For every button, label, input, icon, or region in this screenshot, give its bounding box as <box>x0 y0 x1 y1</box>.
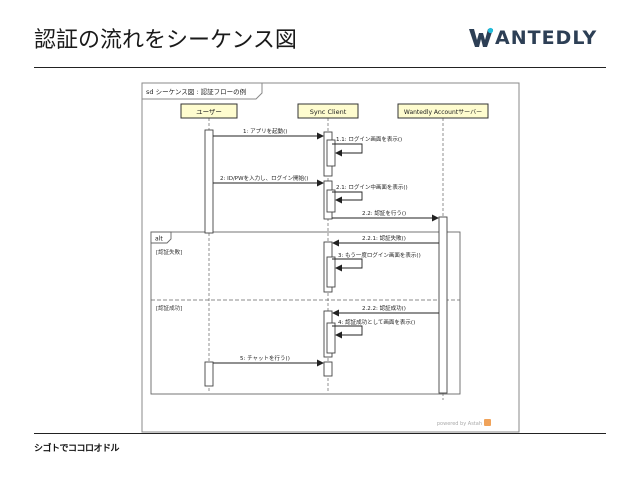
message-label-4: 4: 認証成功として画面を表示() <box>338 318 415 326</box>
alt-guard-failure: [認証失敗] <box>156 248 182 256</box>
astah-icon <box>484 419 491 426</box>
message-label-2-1: 2.1: ログイン中画面を表示() <box>336 183 408 191</box>
message-label-3: 3: もう一度ログイン画面を表示() <box>338 251 421 259</box>
frame-label: sd シーケンス図 : 認証フローの例 <box>146 87 246 96</box>
alt-guard-success: [認証成功] <box>156 304 182 312</box>
lifeline-head-server <box>397 103 489 119</box>
message-arrow-1-1 <box>332 143 363 157</box>
astah-watermark: powered by Astah <box>437 421 482 427</box>
footer-brand: シゴトでココロオドル <box>34 444 120 454</box>
lifeline-head-user <box>180 103 238 119</box>
activation-user-2 <box>204 361 214 387</box>
activation-client-5 <box>323 361 333 377</box>
frame-label-box <box>141 82 263 100</box>
message-label-2: 2: ID/PWを入力し、ログイン開始() <box>220 174 308 182</box>
wantedly-logo: ANTEDLY <box>468 24 610 52</box>
message-arrow-3 <box>332 258 363 272</box>
alt-operator-box <box>150 231 172 244</box>
slide-title: 認証の流れをシーケンス図 <box>34 28 297 53</box>
activation-user-1 <box>204 129 214 234</box>
lifeline-name-sync-client: Sync Client <box>310 108 347 116</box>
activation-server <box>438 216 448 394</box>
message-label-2-2-2: 2.2.2: 認証成功() <box>362 304 406 312</box>
message-label-1: 1: アプリを起動() <box>243 127 287 135</box>
activation-client-4-nested <box>326 322 336 354</box>
message-arrow-2-1 <box>332 191 363 204</box>
message-arrow-4 <box>332 325 363 339</box>
message-label-2-2: 2.2: 認証を行う() <box>362 209 406 217</box>
alt-operator: alt <box>155 236 163 243</box>
lifeline-head-sync-client <box>297 103 359 119</box>
lifeline-name-user: ユーザー <box>196 108 222 116</box>
wantedly-w-icon <box>469 27 494 47</box>
activation-client-3-nested <box>326 256 336 288</box>
alt-fragment <box>150 231 461 395</box>
message-label-2-2-1: 2.2.1: 認証失敗() <box>362 234 406 242</box>
activation-client-2-nested <box>326 189 336 213</box>
message-label-5: 5: チャットを行う() <box>240 354 290 362</box>
footer-divider <box>34 433 606 434</box>
lifeline-name-server: Wantedly Accountサーバー <box>404 109 482 116</box>
logo-wordmark: ANTEDLY <box>495 27 598 49</box>
message-label-1-1: 1.1: ログイン画面を表示() <box>336 135 402 143</box>
header-divider <box>34 67 606 68</box>
